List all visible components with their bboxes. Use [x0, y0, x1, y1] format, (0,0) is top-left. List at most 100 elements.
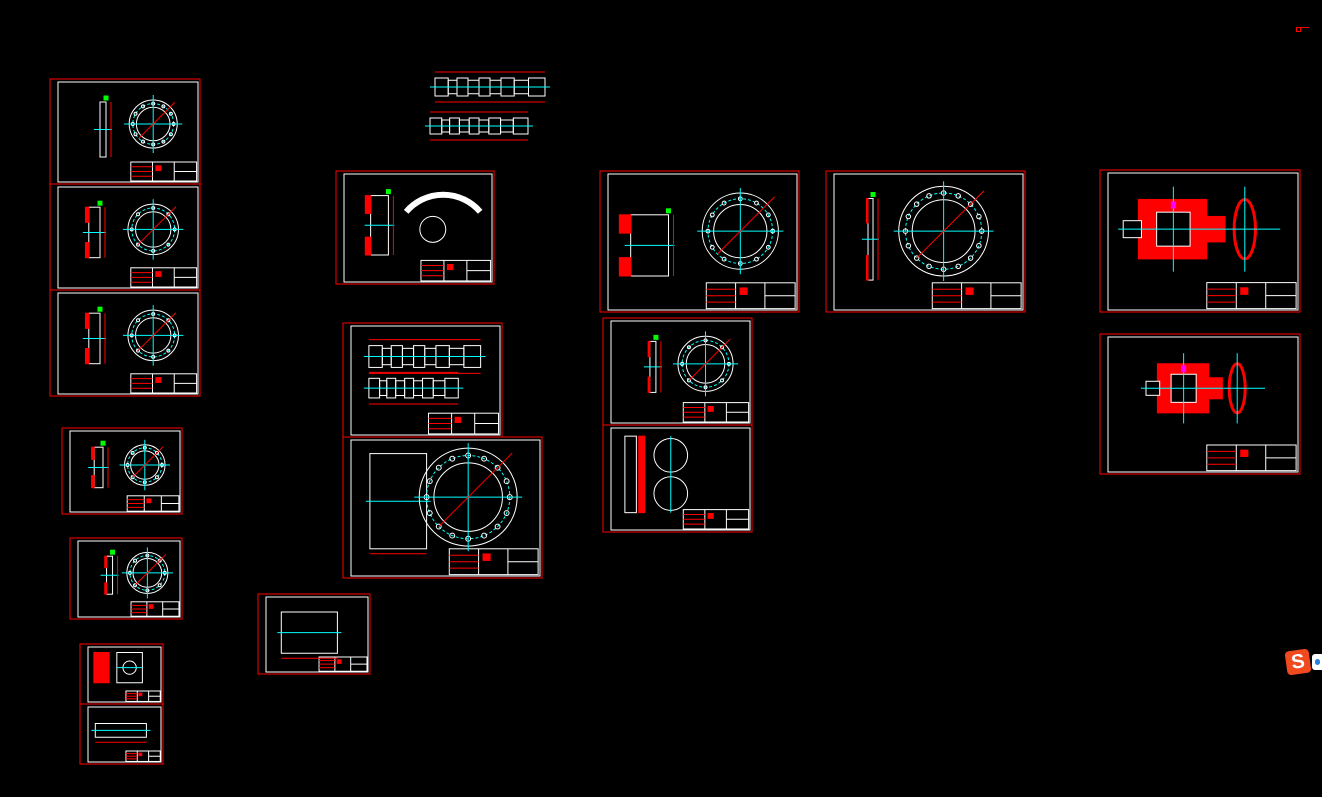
title-block-label: [454, 416, 462, 424]
sheet-border: [61, 427, 183, 515]
title-block: [318, 656, 368, 672]
ime-toolbar[interactable]: S: [1284, 648, 1322, 676]
drawing-sheet[interactable]: [825, 170, 1026, 313]
title-block: [682, 509, 750, 530]
diameter-dimension: [438, 452, 513, 527]
sheet-border: [49, 289, 201, 397]
title-block-label: [336, 659, 342, 664]
title-block-label: [1240, 449, 1249, 458]
title-block-label: [965, 287, 974, 295]
bolt-hole: [503, 478, 510, 485]
bolt-hole: [754, 200, 759, 206]
bolt-hole: [136, 212, 141, 217]
bolt-hole: [435, 523, 442, 530]
drawing-sheet[interactable]: [61, 427, 183, 515]
drawing-sheet[interactable]: [602, 317, 753, 426]
bolt-hole: [754, 256, 759, 262]
surface-finish-mark: [665, 208, 671, 214]
drawing-sheet[interactable]: [79, 703, 164, 765]
title-block-label: [446, 264, 454, 271]
drawing-sheet[interactable]: [599, 170, 800, 313]
side-profile: [88, 440, 109, 489]
bolt-hole: [709, 244, 715, 250]
surface-finish-mark: [653, 334, 659, 340]
hatch-section: [84, 206, 90, 223]
side-profile: [94, 95, 112, 158]
hatch-section: [638, 435, 646, 514]
bolt-hole: [709, 212, 715, 218]
bolt-hole: [765, 212, 771, 218]
sheet-border: [257, 593, 371, 675]
bolt-hole: [976, 213, 982, 220]
diameter-dimension: [717, 196, 775, 255]
bolt-hole: [449, 455, 456, 462]
flange-view: [672, 331, 739, 397]
flange-view: [119, 439, 171, 491]
bolt-hole: [136, 348, 141, 353]
sogou-ime-icon[interactable]: S: [1284, 648, 1312, 676]
flange-view: [122, 199, 184, 260]
drawing-sheet[interactable]: [49, 289, 201, 397]
diameter-dimension: [688, 338, 731, 381]
side-profile: [82, 306, 106, 365]
drawing-sheet[interactable]: [49, 78, 201, 185]
sheet-border: [335, 170, 495, 285]
hatch-section: [364, 236, 372, 256]
bolt-hole: [721, 256, 727, 262]
sheet-frame: [87, 646, 162, 703]
drawing-sheet[interactable]: [79, 643, 164, 705]
title-block: [705, 282, 796, 310]
bolt-hole: [141, 104, 145, 109]
drawing-sheet[interactable]: [342, 436, 543, 579]
title-block-label: [138, 752, 143, 757]
bolt-hole: [168, 132, 173, 137]
gear-sector: [403, 191, 483, 214]
bolt-hole: [130, 475, 135, 480]
hatch-section: [104, 555, 108, 569]
drawing-sheet[interactable]: [69, 537, 183, 620]
assembly-view: [1118, 186, 1281, 272]
bolt-hole: [161, 139, 166, 144]
side-profile: [100, 549, 119, 595]
marker: [1181, 365, 1187, 373]
drawing-sheet[interactable]: [257, 593, 371, 675]
bolt-hole: [157, 558, 162, 563]
surface-finish-mark: [870, 191, 876, 197]
flange-view: [414, 443, 523, 552]
bolt-hole: [976, 242, 982, 249]
sheet-frame: [833, 173, 1024, 311]
bolt-hole: [154, 475, 159, 480]
bolt-hole: [166, 242, 171, 247]
block-section: [93, 652, 110, 684]
drawing-sheet[interactable]: [342, 322, 503, 438]
drawing-sheet[interactable]: [49, 183, 201, 291]
hub-circle: [419, 215, 447, 243]
drawing-sheet[interactable]: [1099, 333, 1301, 475]
bolt-hole: [130, 450, 135, 455]
diameter-dimension: [134, 554, 167, 586]
bolt-hole: [765, 244, 771, 250]
title-block: [420, 259, 492, 282]
surface-finish-mark: [110, 549, 116, 555]
sheet-frame: [1107, 336, 1299, 473]
sheet-frame: [265, 596, 369, 673]
shaft-view: [363, 339, 486, 374]
drawing-sheet[interactable]: [1099, 169, 1301, 313]
ime-bar[interactable]: [1312, 654, 1322, 670]
title-block: [130, 373, 198, 394]
title-block-label: [155, 377, 162, 383]
sheet-border: [599, 170, 800, 313]
drawing-sheet[interactable]: [602, 424, 753, 533]
bolt-hole: [154, 450, 159, 455]
sheet-border: [602, 424, 753, 533]
sheet-frame: [87, 706, 162, 763]
drawing-sheet[interactable]: [335, 170, 495, 285]
plate-view: [277, 611, 342, 659]
bolt-hole: [136, 242, 141, 247]
hatch-section: [647, 340, 651, 358]
flange-view: [697, 188, 784, 275]
title-block-label: [482, 553, 491, 561]
shaft-drawing: [425, 71, 550, 141]
bolt-hole: [168, 111, 173, 116]
